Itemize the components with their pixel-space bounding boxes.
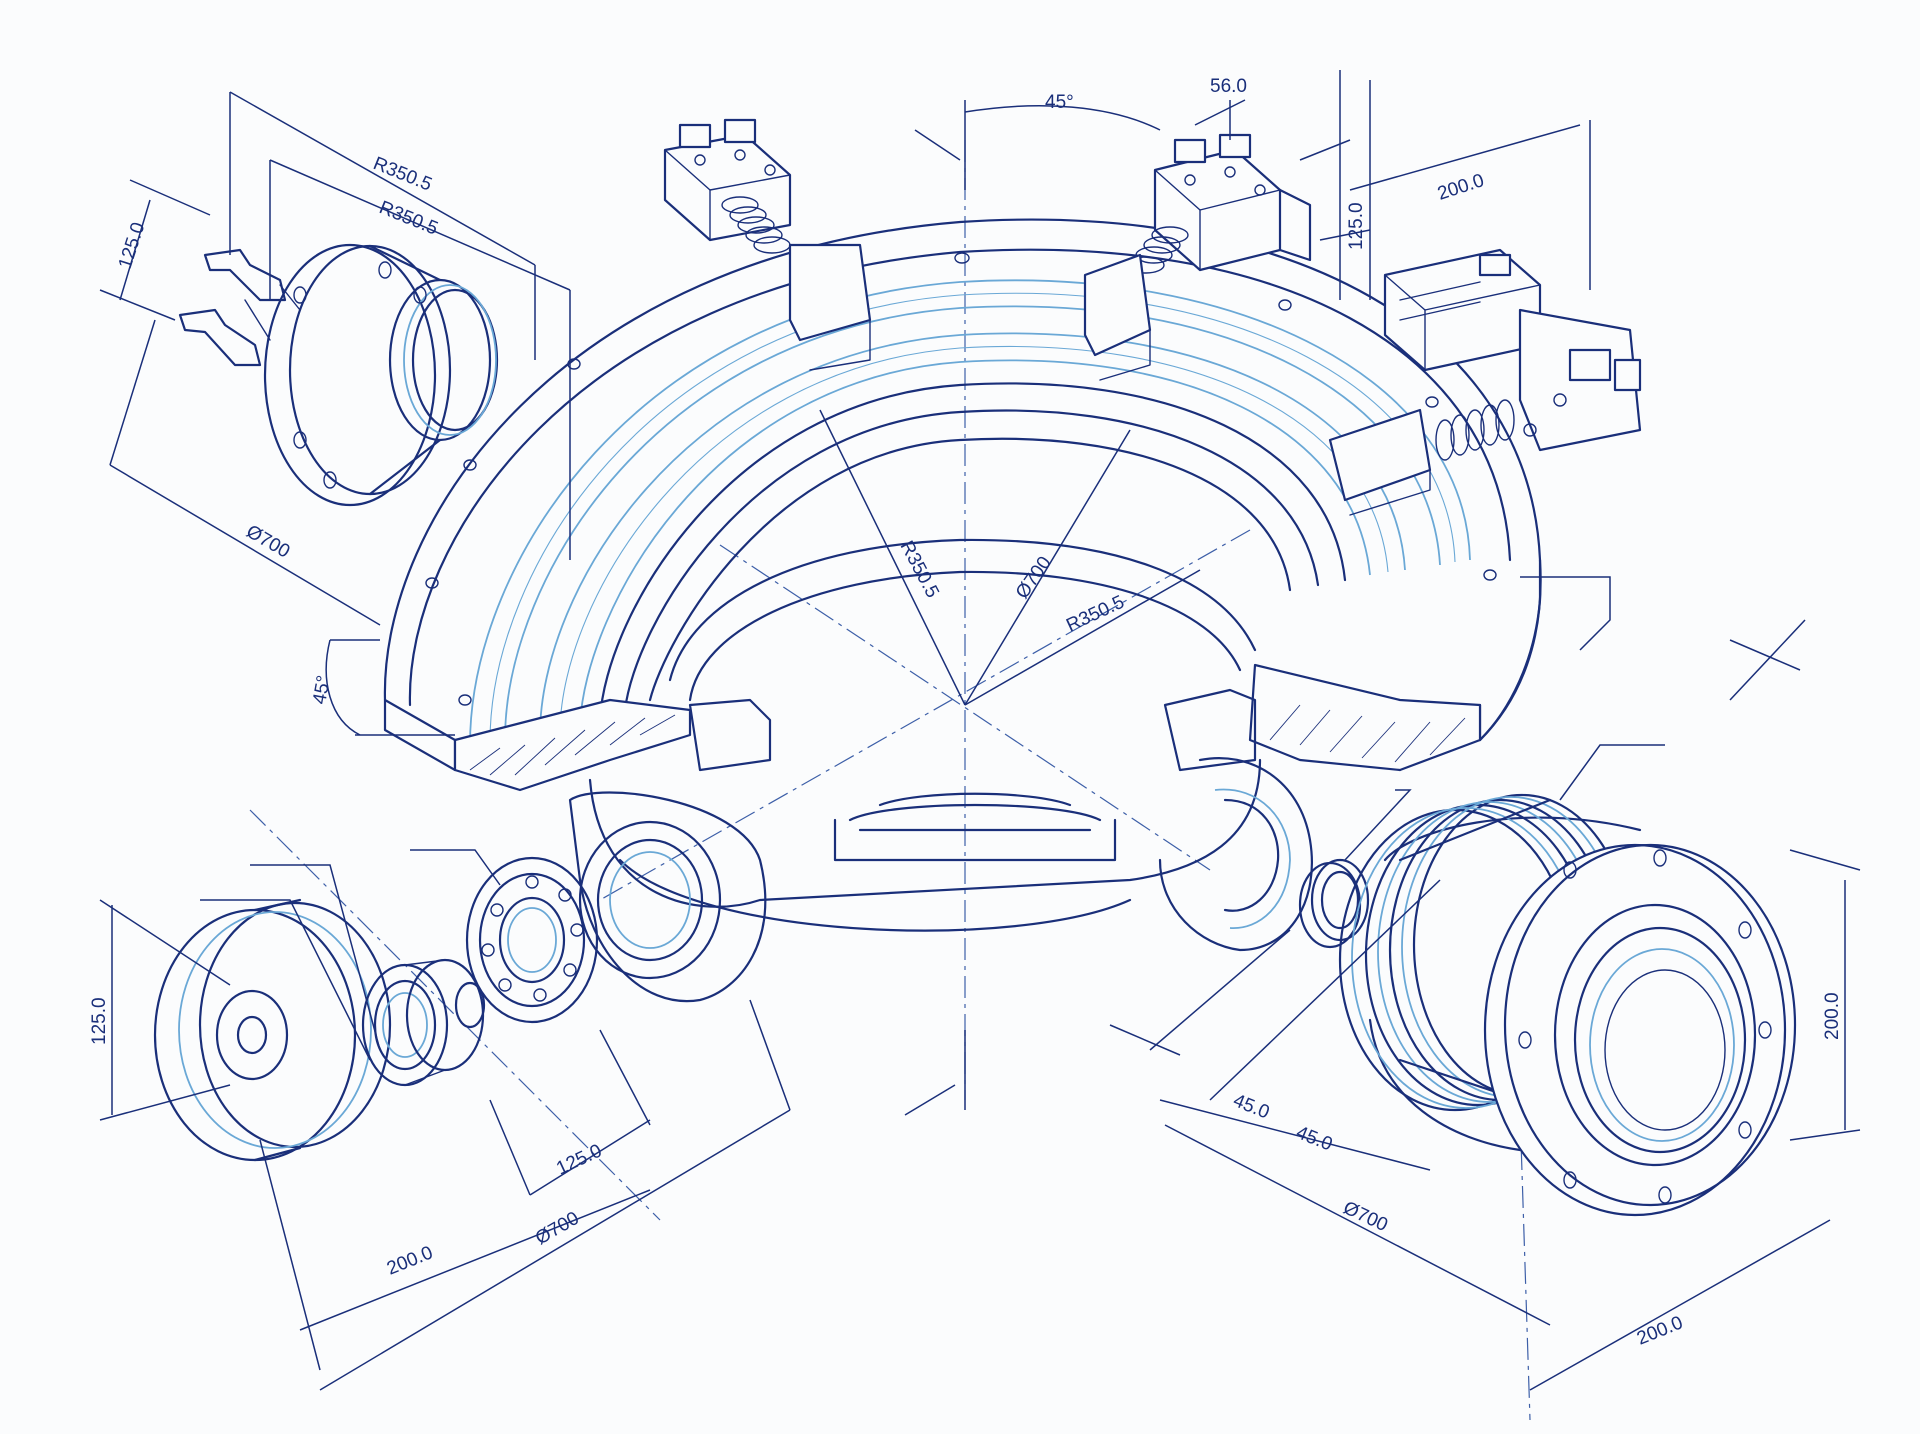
spring — [1435, 399, 1515, 461]
left-flange-hub — [178, 243, 499, 507]
bearing-balls — [481, 875, 584, 1002]
right-cut-section — [1163, 663, 1482, 772]
dim-w-bottom-left: 200.0 — [384, 1242, 436, 1279]
dim-t-b: 45.0 — [1293, 1122, 1335, 1155]
dim-w-right-top: 200.0 — [1435, 170, 1487, 205]
dim-h-left-top: 125.0 — [115, 220, 150, 272]
flange-bolt-holes — [425, 252, 1497, 706]
dim-angle-left: 45° — [309, 674, 335, 706]
bellows-housing — [1338, 793, 1797, 1217]
lower-housing — [568, 757, 1313, 1003]
end-flange-bolt-holes — [1518, 849, 1772, 1204]
small-bearing — [361, 958, 486, 1087]
spring — [721, 196, 791, 254]
dim-dia-left: Ø700 — [243, 521, 294, 562]
main-slewing-ring — [383, 218, 1542, 792]
dim-dia-bottom-left: Ø700 — [532, 1208, 583, 1249]
dim-r-outer-b: R350.5 — [376, 197, 441, 239]
dim-w-bearing: 125.0 — [553, 1140, 605, 1179]
dim-angle-top: 45° — [1045, 92, 1074, 113]
dim-t-a: 45.0 — [1230, 1090, 1272, 1123]
left-cut-section — [453, 698, 772, 792]
clamp-right — [1328, 248, 1642, 516]
small-seal-ring — [1298, 858, 1370, 949]
clamp-top-right — [1083, 133, 1312, 381]
dim-dia-bottom-right: Ø700 — [1340, 1197, 1391, 1236]
dim-h-right-top: 125.0 — [1346, 202, 1367, 250]
dim-w-bottom-right: 200.0 — [1634, 1312, 1686, 1349]
dim-h-bottom-left: 125.0 — [89, 997, 110, 1045]
dim-56: 56.0 — [1210, 76, 1247, 97]
dim-dia-center: Ø700 — [1012, 553, 1056, 603]
large-bearing — [465, 856, 599, 1024]
dimension-lines — [99, 70, 1861, 1391]
center-lines — [249, 140, 1531, 1421]
dim-h-right: 200.0 — [1822, 992, 1843, 1040]
clamp-top-left — [663, 118, 872, 371]
bottom-left-disc — [153, 898, 392, 1162]
dim-r-center: R350.5 — [896, 537, 943, 601]
